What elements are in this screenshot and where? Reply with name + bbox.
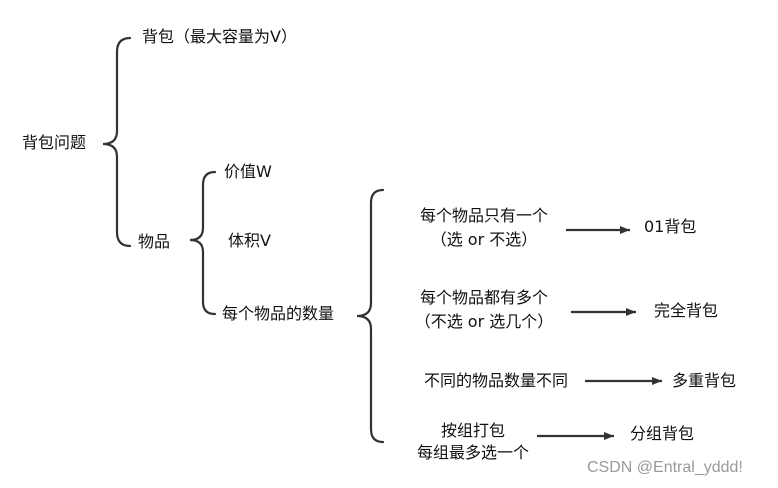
case-multiple-line1: 不同的物品数量不同	[423, 371, 568, 390]
case-01-line2: （选 or 不选）	[430, 230, 538, 249]
case-complete-line2: （不选 or 选几个）	[414, 312, 554, 331]
result-group: 分组背包	[630, 424, 695, 443]
node-value: 价值W	[224, 162, 272, 181]
node-knapsack: 背包（最大容量为V）	[142, 27, 297, 46]
case-group-line2: 每组最多选一个	[416, 443, 529, 462]
node-count: 每个物品的数量	[222, 304, 335, 323]
case-complete-line1: 每个物品都有多个	[419, 288, 548, 307]
result-complete: 完全背包	[654, 301, 719, 320]
result-multiple: 多重背包	[672, 371, 737, 390]
node-item: 物品	[138, 232, 171, 251]
node-root: 背包问题	[22, 133, 87, 152]
case-01-line1: 每个物品只有一个	[419, 206, 548, 225]
watermark: CSDN @Entral_yddd!	[587, 459, 743, 476]
brace-count	[356, 188, 385, 444]
node-volume: 体积V	[228, 231, 271, 250]
result-01: 01背包	[644, 217, 697, 236]
case-group-line1: 按组打包	[440, 421, 505, 440]
brace-root	[102, 36, 132, 248]
brace-item	[189, 170, 217, 316]
